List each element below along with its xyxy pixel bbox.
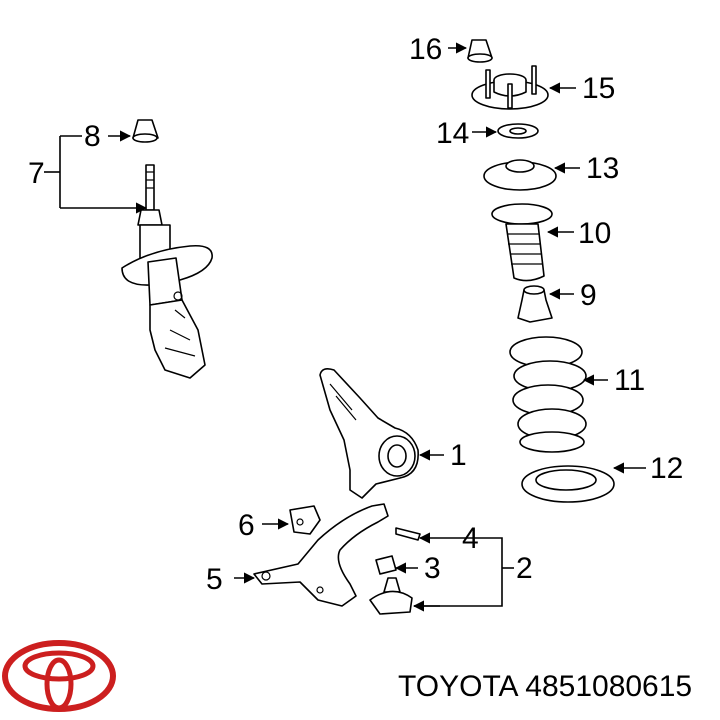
bump-stopper-part: [517, 285, 553, 323]
mount-nut-part: [467, 39, 493, 63]
leader-lines: [44, 42, 646, 612]
callout-16: 16: [409, 33, 442, 66]
callout-14: 14: [436, 117, 469, 150]
callout-3: 3: [424, 552, 441, 585]
toyota-logo-icon: [2, 640, 116, 712]
spring-upper-seat-part: [483, 159, 557, 191]
ball-joint-part: [369, 577, 413, 615]
callout-7: 7: [28, 157, 45, 190]
coil-spring-part: [509, 336, 587, 453]
callout-4: 4: [462, 522, 479, 555]
callout-9: 9: [580, 279, 597, 312]
steering-knuckle-part: [319, 368, 419, 499]
upper-mount-part: [471, 65, 549, 110]
callout-1: 1: [450, 439, 467, 472]
callout-11: 11: [614, 364, 645, 397]
callout-15: 15: [582, 72, 615, 105]
lower-control-arm-part: [253, 503, 389, 607]
lower-insulator-part: [521, 465, 615, 503]
strut-nut-part: [132, 119, 159, 143]
callout-13: 13: [586, 152, 619, 185]
bracket-part: [289, 505, 321, 535]
part-caption: TOYOTA 4851080615: [398, 670, 692, 704]
callout-10: 10: [578, 217, 611, 250]
brand-name: TOYOTA: [398, 670, 517, 703]
callout-numbers: 16 15 14 13 10 9 11 12 1 4 3 2 5 6 8 7: [28, 33, 683, 596]
cotter-pin-part: [395, 527, 421, 541]
callout-12: 12: [650, 452, 683, 485]
callout-2: 2: [516, 552, 533, 585]
castle-nut-part: [375, 555, 397, 575]
shock-absorber-part: [121, 164, 213, 379]
callout-5: 5: [206, 563, 223, 596]
callout-6: 6: [238, 509, 255, 542]
callout-8: 8: [84, 120, 101, 153]
dust-boot-part: [491, 203, 553, 282]
part-number: 4851080615: [525, 670, 693, 703]
washer-part: [497, 123, 539, 139]
